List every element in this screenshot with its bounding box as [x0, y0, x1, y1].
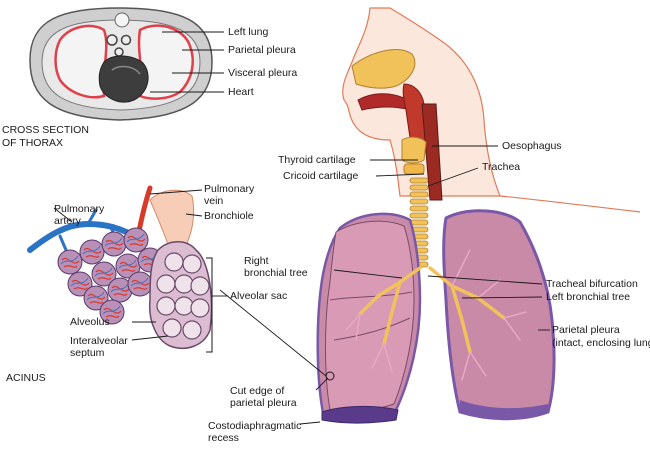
nasal-cavity [351, 49, 416, 89]
cross-vessel [120, 34, 132, 46]
label-left-lung: Left lung [228, 26, 268, 38]
cross-vessel [114, 47, 124, 57]
label-costodiaphragmatic-1: Costodiaphragmatic [208, 420, 301, 432]
capillary [104, 237, 123, 247]
label-oesophagus: Oesophagus [502, 140, 562, 152]
label-alveolar-sac: Alveolar sac [230, 290, 287, 302]
label-pulmonary-artery-1: Pulmonary [54, 203, 105, 215]
label-alveolus: Alveolus [70, 316, 110, 328]
label-cut-edge-1: Cut edge of [230, 385, 284, 397]
label-costodiaphragmatic-2: recess [208, 432, 239, 444]
alveolus-cell [156, 296, 176, 316]
label-cricoid-cartilage: Cricoid cartilage [283, 170, 358, 182]
label-right-bronchial-2: bronchial tree [244, 267, 308, 279]
cross-heart-highlight [111, 65, 141, 75]
cross-heart [98, 55, 149, 103]
alveolus-cell [190, 276, 210, 296]
capillary [118, 259, 137, 269]
label-parietal-pleura-2: (intact, enclosing lung) [552, 337, 650, 349]
acinus: Pulmonary vein Bronchiole Pulmonary arte… [6, 183, 287, 384]
shoulder-line [499, 195, 641, 213]
thyroid-cartilage [401, 136, 427, 164]
trachea-ring [409, 184, 429, 191]
label-visceral-pleura: Visceral pleura [228, 67, 297, 79]
trachea-ring [409, 198, 429, 205]
label-thyroid-cartilage: Thyroid cartilage [278, 154, 356, 166]
thorax-cross-section: Left lung Parietal pleura Visceral pleur… [2, 7, 297, 149]
label-bronchiole: Bronchiole [204, 210, 254, 222]
alveolus-cell [164, 252, 184, 272]
label-parietal-pleura-cross: Parietal pleura [228, 44, 296, 56]
alveolar-clusters [57, 227, 163, 325]
cross-vertebra [114, 12, 130, 28]
right-lung-fissure [333, 317, 411, 341]
bronchiole [149, 189, 195, 251]
cricoid-cartilage [403, 163, 425, 175]
alveolus-cell [182, 320, 202, 340]
capillary [86, 291, 105, 301]
trachea-ring [409, 212, 429, 219]
capillary [110, 283, 129, 293]
alveolar-sac-bracket [206, 257, 213, 353]
trachea-ring [409, 205, 429, 212]
alveolar-cluster [57, 249, 83, 275]
respiratory-system: Oesophagus Thyroid cartilage Trachea Cri… [208, 7, 650, 444]
capillary [102, 305, 121, 315]
trachea-ring [409, 219, 429, 226]
right-lung-fissure [329, 291, 413, 301]
alveolus-cell [156, 274, 176, 294]
costodiaphragmatic-recess [321, 405, 399, 424]
label-heart: Heart [228, 86, 254, 98]
alveolar-cluster [67, 271, 93, 297]
alveolar-cluster [99, 299, 125, 325]
alveolar-cluster [79, 239, 105, 265]
capillary [94, 267, 113, 277]
label-pulmonary-vein-1: Pulmonary [204, 183, 255, 195]
label-parietal-pleura-1: Parietal pleura [552, 324, 620, 336]
label-cut-edge-2: parietal pleura [230, 397, 297, 409]
alveolus-cells [156, 252, 210, 340]
left-lung-base [460, 400, 548, 419]
label-tracheal-bifurcation: Tracheal bifurcation [546, 278, 638, 290]
alveolar-cluster [91, 261, 117, 287]
trachea-ring [409, 177, 429, 184]
label-interalveolar-1: Interalveolar [70, 335, 128, 347]
alveolus-cell [174, 274, 194, 294]
cross-right-lung [54, 24, 108, 99]
label-pulmonary-vein-2: vein [204, 195, 223, 207]
label-interalveolar-2: septum [70, 347, 105, 359]
capillary [82, 245, 101, 255]
cross-left-lung [137, 24, 194, 100]
alveolus-cell [190, 298, 210, 318]
capillary [70, 277, 89, 287]
label-trachea: Trachea [482, 161, 520, 173]
label-pulmonary-artery-2: artery [54, 215, 82, 227]
alveolus-cell [174, 296, 194, 316]
alveolus-cell [182, 254, 202, 274]
bronchial-branches [345, 249, 527, 381]
label-right-bronchial-1: Right [244, 255, 269, 267]
oesophagus [421, 103, 443, 201]
acinus-title: ACINUS [6, 372, 46, 384]
trachea-ring [409, 191, 429, 198]
alveolar-cluster [83, 285, 109, 311]
label-left-bronchial-tree: Left bronchial tree [546, 291, 630, 303]
cross-vessel [106, 34, 118, 46]
cross-section-title-line1: CROSS SECTION [2, 124, 89, 136]
right-lung-cut-pleura [325, 220, 415, 412]
capillary [130, 277, 149, 287]
capillary [126, 233, 145, 243]
capillary [60, 255, 79, 265]
cross-section-title-line2: OF THORAX [2, 137, 63, 149]
alveolus-cell [162, 318, 182, 338]
alveolar-cluster [123, 227, 149, 253]
